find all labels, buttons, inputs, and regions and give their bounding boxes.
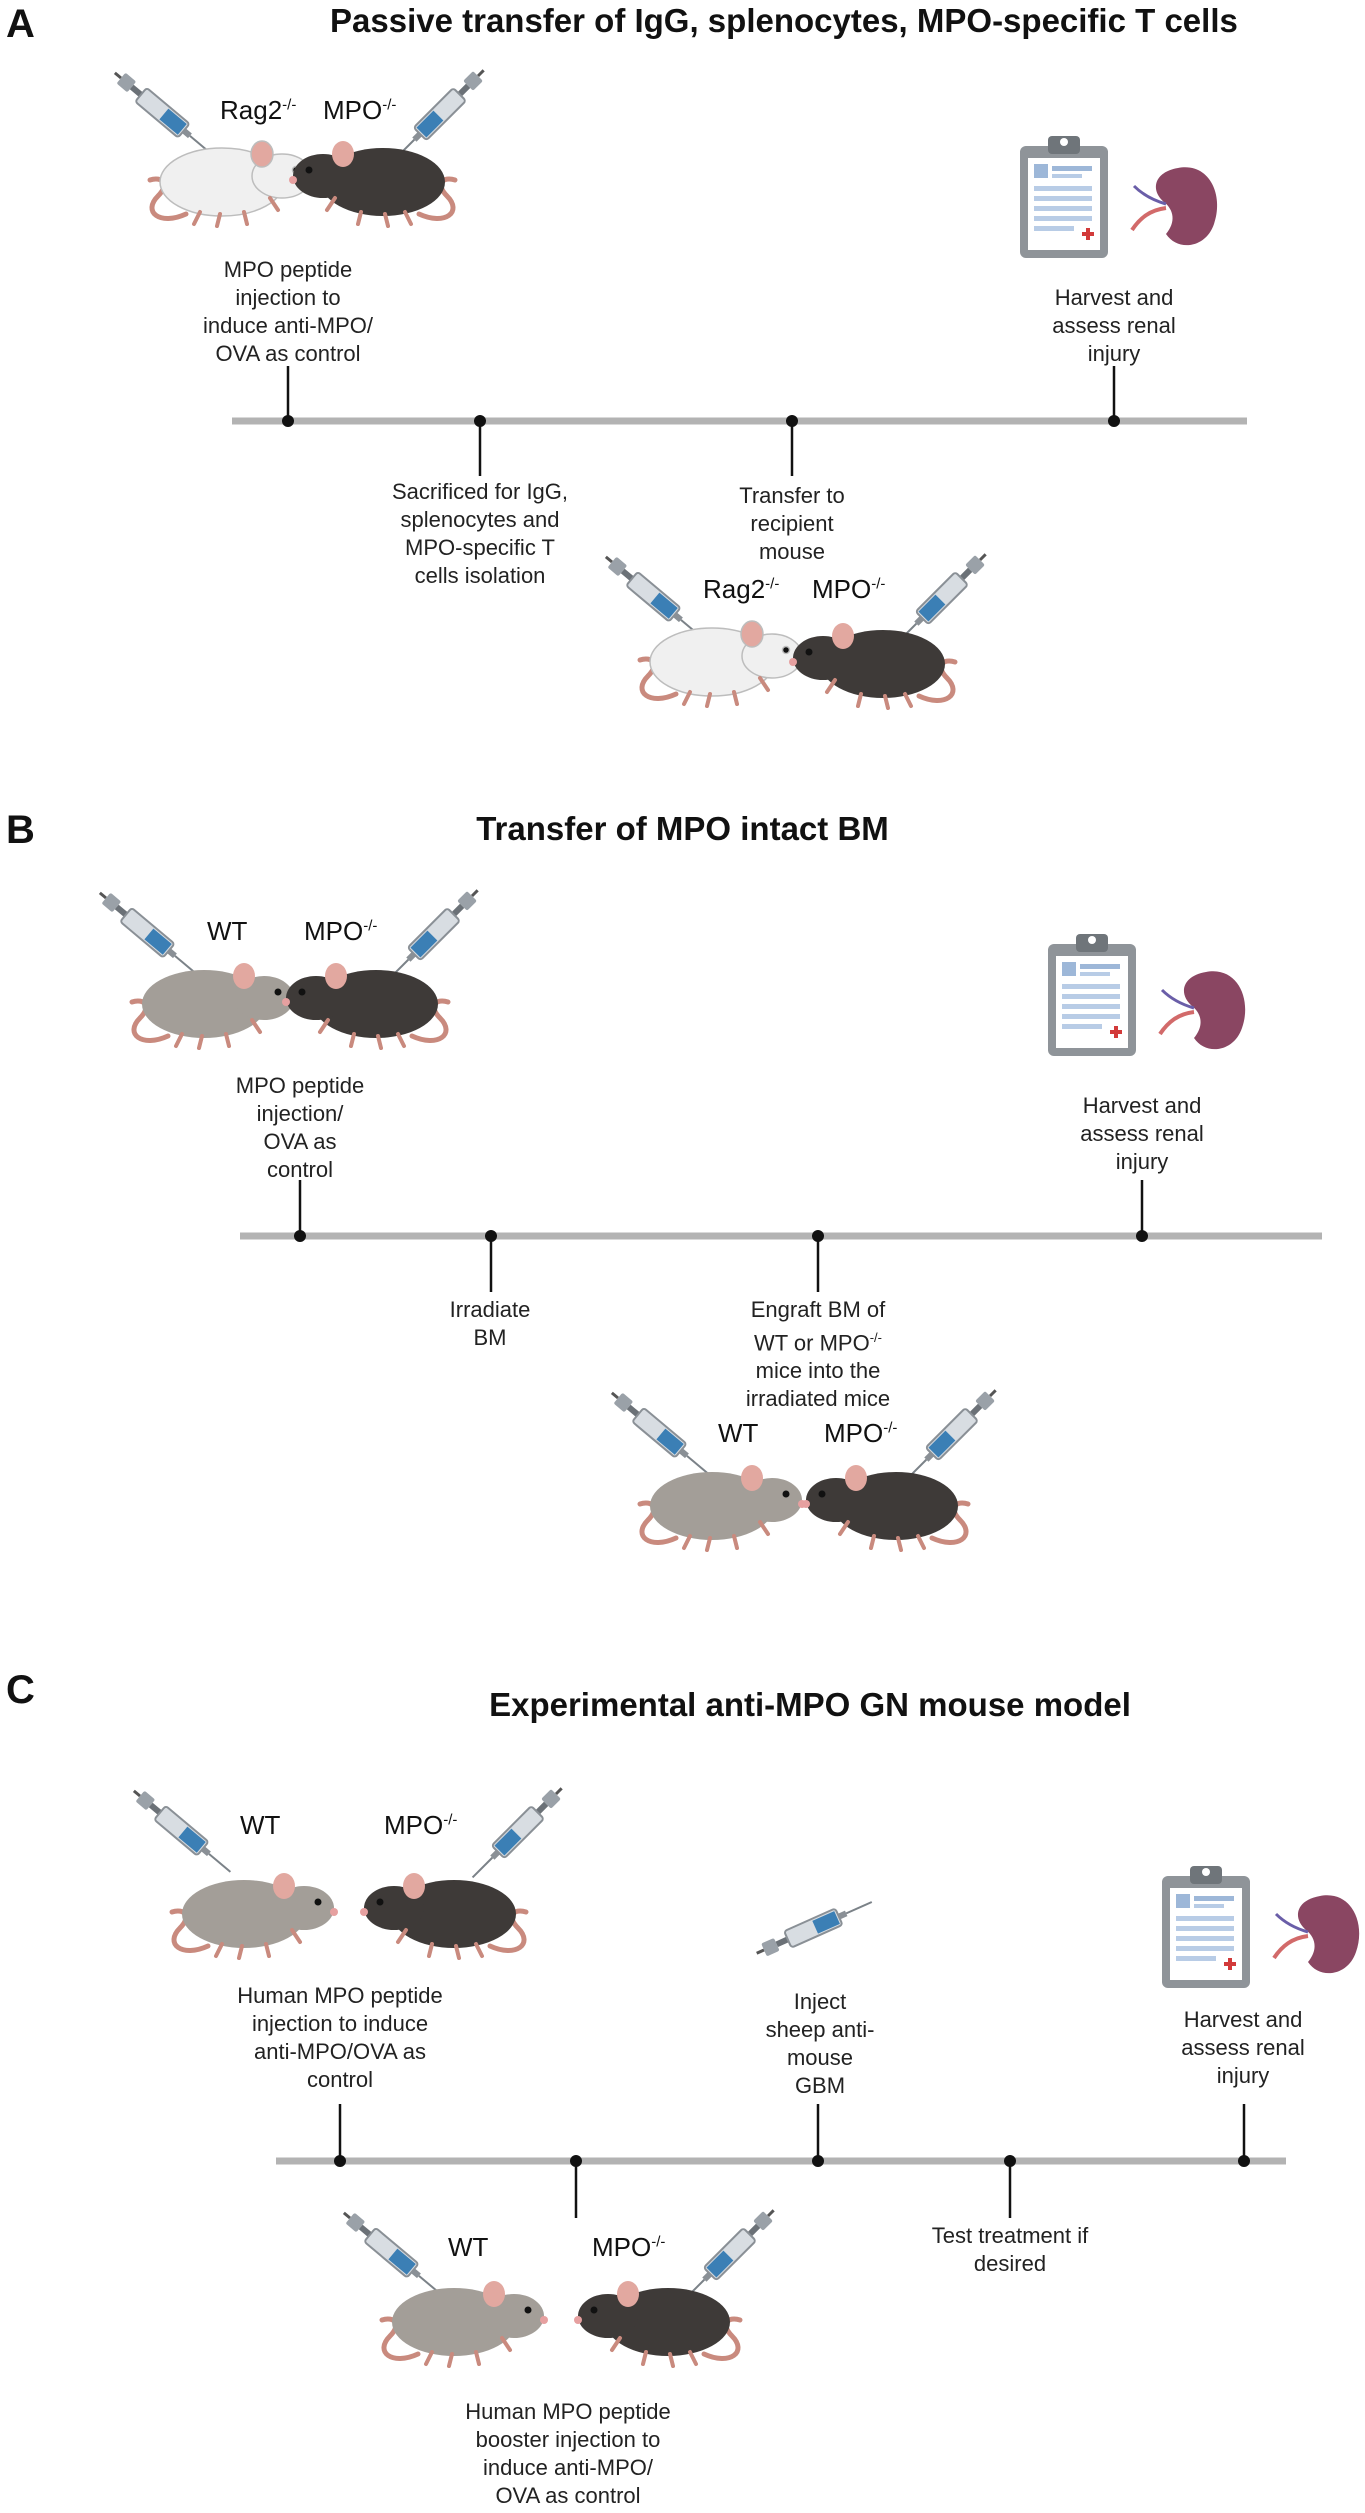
kidney-icon — [1158, 969, 1248, 1052]
black-mouse-icon — [789, 623, 955, 708]
step-label-b-2: Irradiate BM — [449, 1297, 531, 1350]
grey-mouse-icon — [172, 1873, 338, 1958]
panel-c-title: Experimental anti-MPO GN mouse model — [489, 1686, 1131, 1723]
black-mouse-icon — [802, 1465, 968, 1550]
syringe-icon — [464, 1780, 570, 1886]
step-label-c-1: Human MPO peptide injection to induce an… — [237, 1983, 443, 2092]
step-label-b-3: Harvest and assess renal injury — [1080, 1093, 1204, 1174]
white-mouse-icon — [640, 621, 806, 706]
panel-b-artwork — [92, 882, 1322, 1550]
grey-mouse-icon — [640, 1465, 806, 1550]
clipboard-icon — [1162, 1866, 1250, 1988]
black-mouse-icon — [289, 141, 455, 226]
panel-letter-c: C — [6, 1668, 35, 1712]
kidney-icon — [1130, 165, 1220, 248]
panel-letter-a: A — [6, 2, 35, 46]
strain-label-mpo-b-bottom: MPO-/- — [824, 1418, 898, 1448]
strain-label-mpo-a-bottom: MPO-/- — [812, 574, 886, 604]
step-label-a-1: MPO peptide injection to induce anti-MPO… — [203, 257, 373, 366]
step-label-a-4: Harvest and assess renal injury — [1052, 285, 1176, 366]
syringe-icon — [380, 882, 486, 988]
strain-label-rag2-a-bottom: Rag2-/- — [703, 574, 780, 604]
grey-mouse-icon — [132, 963, 298, 1048]
syringe-icon — [92, 884, 204, 983]
strain-label-wt-b-bottom: WT — [718, 1418, 759, 1448]
step-label-c-5: Harvest and assess renal injury — [1181, 2007, 1305, 2088]
kidney-icon — [1272, 1893, 1362, 1976]
step-label-c-2: Human MPO peptide booster injection to i… — [465, 2399, 671, 2508]
step-label-c-3: Inject sheep anti- mouse GBM — [765, 1989, 875, 2098]
panel-a-title: Passive transfer of IgG, splenocytes, MP… — [330, 2, 1238, 39]
strain-label-wt-b-top: WT — [207, 916, 248, 946]
step-label-c-4: Test treatment if desired — [931, 2223, 1089, 2276]
clipboard-icon — [1048, 934, 1136, 1056]
step-label-b-1: MPO peptide injection/ OVA as control — [235, 1073, 365, 1182]
grey-mouse-icon — [382, 2281, 548, 2366]
syringe-icon — [676, 2202, 782, 2308]
syringe-icon — [751, 1892, 877, 1963]
syringe-icon — [126, 1782, 238, 1881]
syringe-icon — [107, 64, 219, 163]
strain-label-mpo-a-top: MPO-/- — [323, 95, 397, 125]
step-label-a-2: Sacrificed for IgG, splenocytes and MPO-… — [391, 479, 569, 588]
black-mouse-icon — [574, 2281, 740, 2366]
black-mouse-icon — [360, 1873, 526, 1958]
strain-label-rag2-a-top: Rag2-/- — [220, 95, 297, 125]
panel-letter-b: B — [6, 808, 35, 852]
black-mouse-icon — [282, 963, 448, 1048]
strain-label-wt-c-bottom: WT — [448, 2232, 489, 2262]
panel-c-artwork — [126, 1780, 1362, 2366]
syringe-icon — [336, 2204, 448, 2303]
panel-b-title: Transfer of MPO intact BM — [476, 810, 889, 847]
step-label-a-3: Transfer to recipient mouse — [739, 483, 845, 564]
strain-label-mpo-c-bottom: MPO-/- — [592, 2232, 666, 2262]
strain-label-mpo-c-top: MPO-/- — [384, 1810, 458, 1840]
panel-a-artwork — [107, 62, 1247, 708]
clipboard-icon — [1020, 136, 1108, 258]
strain-label-wt-c-top: WT — [240, 1810, 281, 1840]
strain-label-mpo-b-top: MPO-/- — [304, 916, 378, 946]
